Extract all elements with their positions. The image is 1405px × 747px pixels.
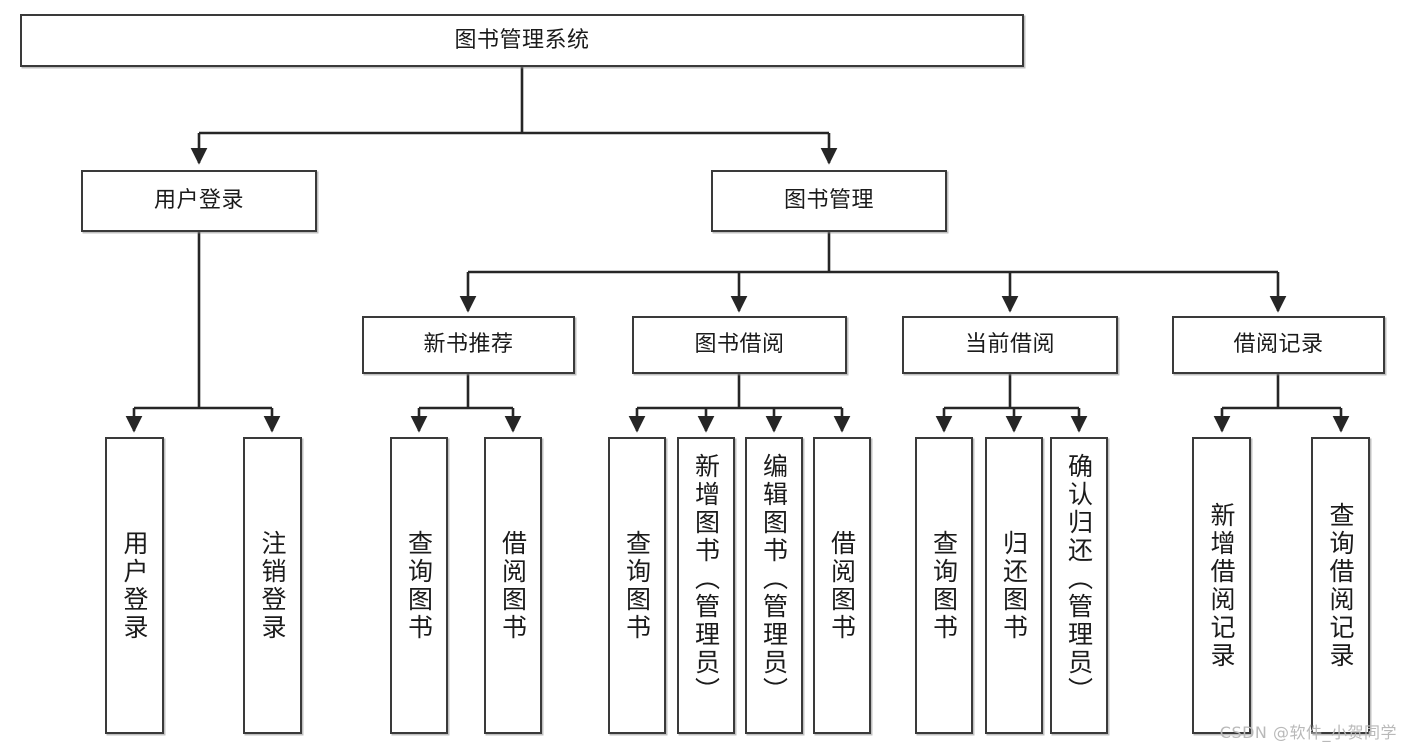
leaf-rec-borrow-book[interactable]: 借阅图书 xyxy=(484,437,542,734)
node-label: 当前借阅 xyxy=(964,332,1055,358)
leaf-current-return-book[interactable]: 归还图书 xyxy=(985,437,1043,734)
node-label: 图书管理 xyxy=(783,188,874,214)
leaf-user-logout[interactable]: 注销登录 xyxy=(243,437,302,734)
leaf-record-query[interactable]: 查询借阅记录 xyxy=(1311,437,1370,734)
node-label: 归还图书 xyxy=(999,529,1029,642)
csdn-watermark: CSDN @软件_小贺同学 xyxy=(1219,723,1397,742)
node-borrow-record[interactable]: 借阅记录 xyxy=(1172,316,1385,374)
node-book-borrow[interactable]: 图书借阅 xyxy=(632,316,847,374)
node-label: 确认归还（管理员） xyxy=(1064,453,1094,705)
node-label: 注销登录 xyxy=(258,529,287,642)
node-label: 查询图书 xyxy=(404,529,434,642)
node-label: 查询借阅记录 xyxy=(1326,501,1355,670)
node-current-borrow[interactable]: 当前借阅 xyxy=(902,316,1118,374)
node-label: 编辑图书（管理员） xyxy=(759,453,789,705)
node-user-login[interactable]: 用户登录 xyxy=(81,170,317,232)
leaf-borrow-add-book[interactable]: 新增图书（管理员） xyxy=(677,437,735,734)
node-new-book-rec[interactable]: 新书推荐 xyxy=(362,316,575,374)
node-label: 图书管理系统 xyxy=(454,27,590,53)
leaf-borrow-borrow-book[interactable]: 借阅图书 xyxy=(813,437,871,734)
node-label: 新书推荐 xyxy=(423,332,514,358)
node-label: 借阅记录 xyxy=(1233,332,1324,358)
node-label: 查询图书 xyxy=(929,529,959,642)
node-label: 用户登录 xyxy=(120,529,149,642)
node-label: 新增借阅记录 xyxy=(1207,501,1236,670)
leaf-record-add[interactable]: 新增借阅记录 xyxy=(1192,437,1251,734)
node-label: 借阅图书 xyxy=(827,529,857,642)
node-label: 查询图书 xyxy=(622,529,652,642)
leaf-current-confirm-return[interactable]: 确认归还（管理员） xyxy=(1050,437,1108,734)
node-label: 用户登录 xyxy=(153,188,244,214)
node-root-system[interactable]: 图书管理系统 xyxy=(20,14,1024,67)
leaf-current-query-book[interactable]: 查询图书 xyxy=(915,437,973,734)
leaf-borrow-edit-book[interactable]: 编辑图书（管理员） xyxy=(745,437,803,734)
node-label: 图书借阅 xyxy=(694,332,785,358)
leaf-borrow-query-book[interactable]: 查询图书 xyxy=(608,437,666,734)
node-label: 新增图书（管理员） xyxy=(691,453,721,705)
node-book-manage[interactable]: 图书管理 xyxy=(711,170,947,232)
leaf-user-login[interactable]: 用户登录 xyxy=(105,437,164,734)
node-label: 借阅图书 xyxy=(498,529,528,642)
leaf-rec-query-book[interactable]: 查询图书 xyxy=(390,437,448,734)
